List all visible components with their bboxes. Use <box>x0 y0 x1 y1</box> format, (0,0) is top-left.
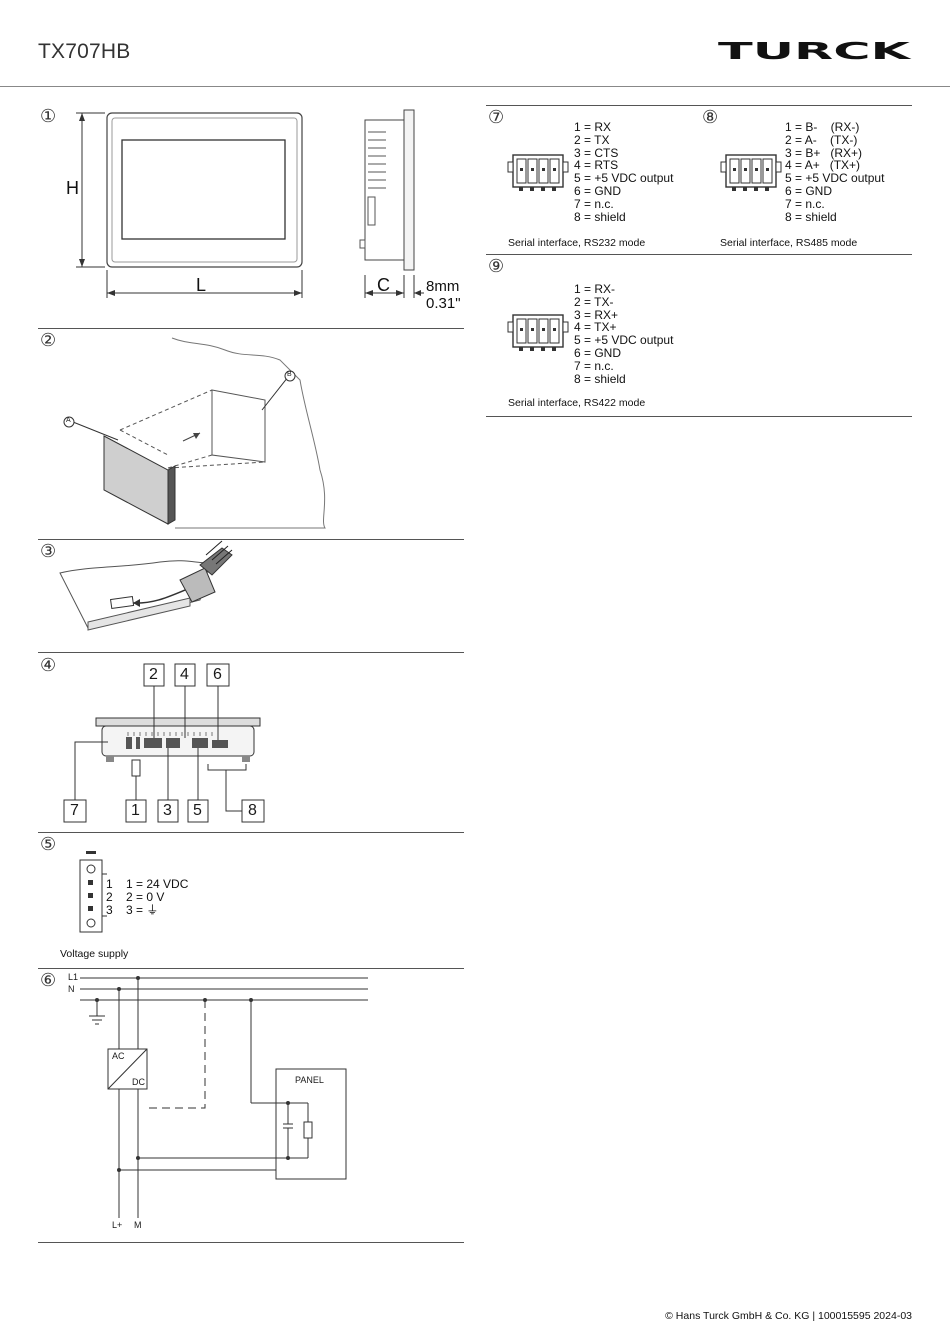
port-label-top: 4 <box>180 666 189 683</box>
rs485-pin-8: 8 = shield <box>785 209 837 224</box>
figure-number-7: ⑦ <box>488 107 505 128</box>
rs485-pin-4: 4 = A+ (TX+) <box>785 158 861 173</box>
rs232-connector-icon <box>507 154 569 191</box>
figure-number-9: ⑨ <box>488 256 505 277</box>
rs422-pin-8: 8 = shield <box>574 371 626 386</box>
wiring-m-label: M <box>134 1220 142 1230</box>
figure-divider <box>38 832 464 833</box>
port-label-bottom: 8 <box>248 802 257 819</box>
length-label: L <box>196 275 207 295</box>
rs485-pin-3: 3 = B+ (RX+) <box>785 145 863 160</box>
power-terminal-number: 1 <box>106 877 113 891</box>
rs422-pin-6: 6 = GND <box>574 346 622 360</box>
figure-divider <box>38 968 464 969</box>
rs422-pin-5: 5 = +5 VDC output <box>574 333 674 348</box>
port-label-top: 2 <box>149 666 158 683</box>
mounting-drawing <box>63 337 326 529</box>
depth-mm-label: 8mm <box>426 278 460 295</box>
ports-drawing <box>63 663 265 823</box>
wiring-panel-label: PANEL <box>295 1075 324 1085</box>
rs485-pin-7: 7 = n.c. <box>785 196 825 211</box>
power-pin-1: 1 = 24 VDC <box>126 877 189 891</box>
figure-number-2: ② <box>40 330 57 351</box>
rs232-pin-3: 3 = CTS <box>574 145 619 160</box>
rs422-pin-1: 1 = RX- <box>574 282 616 296</box>
clamp-drawing <box>59 540 233 631</box>
height-label: H <box>66 178 79 198</box>
rs485-connector-icon <box>720 154 782 191</box>
figure-divider <box>486 254 912 255</box>
rs232-pin-5: 5 = +5 VDC output <box>574 171 674 186</box>
power-pin-2: 2 = 0 V <box>126 890 165 904</box>
figure-number-3: ③ <box>40 541 57 562</box>
dimension-drawing <box>76 109 424 298</box>
rs422-connector-icon <box>507 314 569 351</box>
power-caption: Voltage supply <box>60 948 129 960</box>
port-label-bottom: 5 <box>193 802 202 819</box>
power-pin-3: 3 = ⏚ <box>126 903 159 917</box>
header-divider <box>0 86 950 87</box>
rs232-pin-4: 4 = RTS <box>574 158 619 173</box>
footer-copyright: © Hans Turck GmbH & Co. KG | 100015595 2… <box>665 1310 912 1322</box>
power-terminal-number: 2 <box>106 890 113 904</box>
callout-b: B <box>287 371 292 378</box>
page-title: TX707HB <box>38 40 131 63</box>
rs422-pin-4: 4 = TX+ <box>574 320 617 335</box>
figure-divider <box>38 1242 464 1243</box>
power-terminal-number: 3 <box>106 903 113 917</box>
rs422-pin-7: 7 = n.c. <box>574 358 614 373</box>
wiring-dc-label: DC <box>132 1077 145 1087</box>
depth-inch-label: 0.31" <box>426 295 461 312</box>
depth-c-label: C <box>377 275 390 295</box>
port-label-bottom: 3 <box>163 802 172 819</box>
wiring-l1-label: L1 <box>68 972 79 982</box>
figure-divider <box>486 105 912 106</box>
rs485-pin-6: 6 = GND <box>785 184 833 198</box>
rs232-pin-7: 7 = n.c. <box>574 196 614 211</box>
callout-a: A <box>66 417 71 424</box>
wiring-ac-label: AC <box>112 1051 125 1061</box>
power-connector-drawing <box>79 851 107 933</box>
port-label-top: 6 <box>213 666 222 683</box>
logo-text: TURCK <box>718 39 913 65</box>
figure-divider <box>486 416 912 417</box>
figure-number-5: ⑤ <box>40 834 57 855</box>
turck-logo: TURCK <box>718 39 913 67</box>
figure-number-1: ① <box>40 106 57 127</box>
port-label-bottom: 7 <box>70 802 79 819</box>
figure-divider <box>38 539 464 540</box>
rs232-pin-6: 6 = GND <box>574 184 622 198</box>
wiring-lplus-label: L+ <box>112 1220 123 1230</box>
rs422-pin-2: 2 = TX- <box>574 294 614 309</box>
rs422-pin-3: 3 = RX+ <box>574 307 619 322</box>
rs232-pin-1: 1 = RX <box>574 120 612 134</box>
rs485-pin-5: 5 = +5 VDC output <box>785 171 885 186</box>
figure-divider <box>38 652 464 653</box>
wiring-diagram <box>80 976 368 1218</box>
rs485-pin-2: 2 = A- (TX-) <box>785 132 858 147</box>
wiring-n-label: N <box>68 984 75 994</box>
rs422-caption: Serial interface, RS422 mode <box>508 397 646 409</box>
rs232-pin-8: 8 = shield <box>574 209 626 224</box>
figure-number-6: ⑥ <box>40 970 57 991</box>
rs485-pin-1: 1 = B- (RX-) <box>785 120 860 134</box>
figure-number-8: ⑧ <box>702 107 719 128</box>
figure-divider <box>38 328 464 329</box>
figure-number-4: ④ <box>40 655 57 676</box>
port-label-bottom: 1 <box>131 802 140 819</box>
rs485-caption: Serial interface, RS485 mode <box>720 237 858 249</box>
rs232-pin-2: 2 = TX <box>574 132 610 147</box>
rs232-caption: Serial interface, RS232 mode <box>508 237 646 249</box>
